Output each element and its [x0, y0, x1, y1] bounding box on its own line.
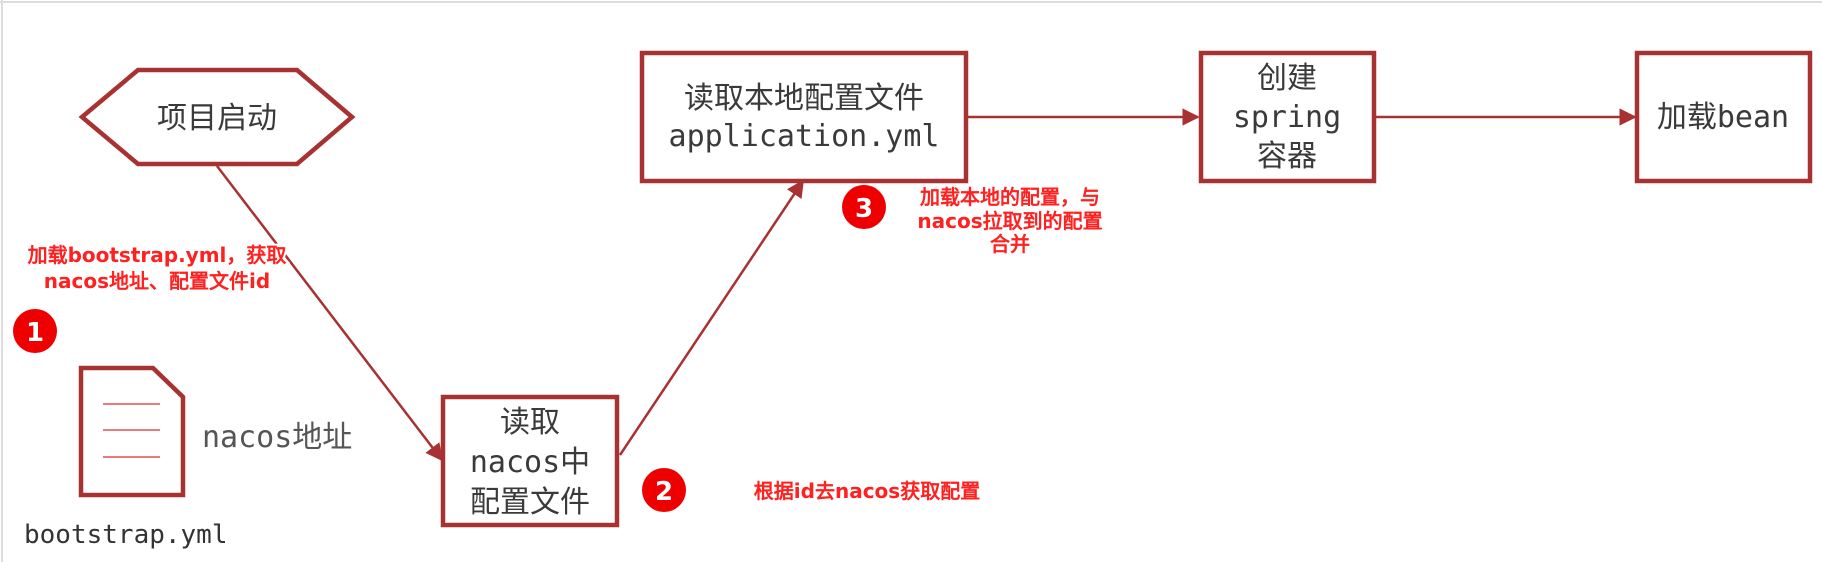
step-3-number: 3	[855, 194, 873, 224]
step-1-note-line-1: 加载bootstrap.yml，获取	[27, 243, 287, 267]
start-hexagon-shape	[78, 67, 356, 167]
file-content-label: nacos地址	[202, 420, 352, 455]
node-read-local: 读取本地配置文件 application.yml	[639, 50, 969, 184]
arrow-read-nacos-to-read-local	[618, 179, 805, 456]
step-3-note-line-2: nacos拉取到的配置	[917, 209, 1102, 233]
step-3-badge	[842, 185, 886, 229]
step-1-badge	[13, 309, 57, 353]
create-spring-line-3: 容器	[1257, 139, 1317, 174]
step-3: 3 加载本地的配置，与 nacos拉取到的配置 合并	[842, 183, 1105, 258]
create-spring-box	[1198, 50, 1377, 184]
start-label: 项目启动	[157, 101, 277, 136]
load-bean-box	[1634, 50, 1813, 184]
step-2: 2 根据id去nacos获取配置	[642, 468, 982, 512]
step-3-note-line-3: 合并	[990, 232, 1030, 256]
read-nacos-line-1: 读取	[500, 405, 560, 440]
file-name-label: bootstrap.yml	[24, 520, 228, 550]
document-icon	[78, 365, 186, 498]
step-1: 加载bootstrap.yml，获取 nacos地址、配置文件id 1	[13, 241, 288, 353]
load-bean-label: 加载bean	[1657, 100, 1789, 135]
read-nacos-box	[440, 394, 620, 528]
node-create-spring: 创建 spring 容器	[1198, 50, 1377, 184]
step-2-number: 2	[655, 477, 673, 507]
create-spring-line-1: 创建	[1257, 61, 1317, 96]
node-load-bean: 加载bean	[1634, 50, 1813, 184]
node-start: 项目启动	[78, 67, 356, 167]
read-local-box	[639, 50, 969, 184]
read-local-line-2: application.yml	[669, 119, 940, 154]
node-read-nacos: 读取 nacos中 配置文件	[440, 394, 620, 528]
step-3-note-line-1: 加载本地的配置，与	[919, 185, 1100, 209]
step-1-note-line-2: nacos地址、配置文件id	[44, 269, 270, 293]
read-nacos-line-3: 配置文件	[470, 485, 590, 520]
step-2-badge	[642, 468, 686, 512]
arrow-start-to-read-nacos	[216, 165, 444, 462]
read-nacos-line-2: nacos中	[470, 445, 590, 480]
step-1-number: 1	[26, 318, 44, 348]
step-2-note-line-1: 根据id去nacos获取配置	[754, 479, 980, 503]
document-icon-outline	[78, 365, 186, 498]
create-spring-line-2: spring	[1233, 100, 1341, 135]
read-local-line-1: 读取本地配置文件	[684, 81, 924, 116]
